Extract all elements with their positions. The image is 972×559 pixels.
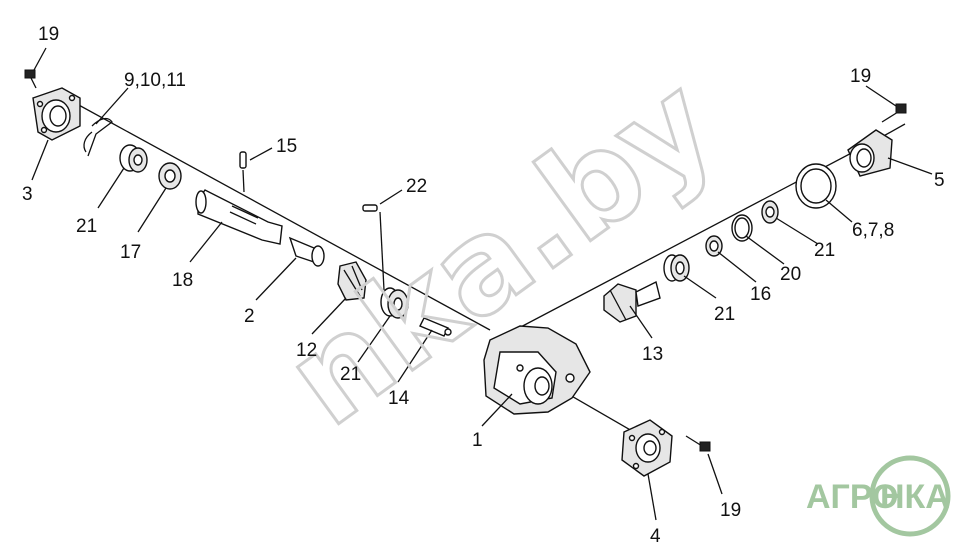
part-1-housing <box>483 325 591 415</box>
part-13-bevel-gear <box>603 280 661 323</box>
logo-text-left: АГРО <box>806 478 899 516</box>
part-21-bearing-a <box>119 144 148 173</box>
part-19-bolt-right <box>881 103 907 123</box>
label-9-10-11: 9,10,11 <box>124 70 186 91</box>
label-3: 3 <box>22 184 33 205</box>
part-14-key <box>419 317 452 337</box>
part-21-bearing-c <box>663 254 690 282</box>
label-21-b: 21 <box>340 364 361 385</box>
label-2: 2 <box>244 306 255 327</box>
part-17-seal <box>158 162 182 190</box>
part-3-flange <box>32 87 81 141</box>
label-17: 17 <box>120 242 141 263</box>
label-20: 20 <box>780 264 801 285</box>
logo-circle <box>869 455 951 537</box>
label-14: 14 <box>388 388 410 409</box>
leader-lines <box>31 47 933 521</box>
label-12: 12 <box>296 340 317 361</box>
label-6-7-8: 6,7,8 <box>852 220 894 241</box>
part-19-bolt-bottom <box>685 435 711 452</box>
label-19-bottom: 19 <box>720 500 741 521</box>
part-12-gear <box>337 261 367 301</box>
label-21-c: 21 <box>714 304 735 325</box>
part-4-flange <box>621 419 673 477</box>
label-16: 16 <box>750 284 771 305</box>
label-22: 22 <box>406 176 427 197</box>
label-4: 4 <box>650 526 661 547</box>
label-19-top-left: 19 <box>38 24 59 45</box>
part-19-bolt-left <box>24 69 37 89</box>
part-18-shaft <box>195 189 283 245</box>
part-16-seal <box>705 235 723 257</box>
part-15-pin <box>239 151 247 193</box>
part-21-bearing-b <box>380 287 409 319</box>
label-15: 15 <box>276 136 297 157</box>
part-2-sleeve <box>288 236 325 267</box>
label-5: 5 <box>934 170 945 191</box>
label-21-d: 21 <box>814 240 835 261</box>
label-18: 18 <box>172 270 193 291</box>
part-9-10-11-clip <box>83 117 113 157</box>
label-21-a: 21 <box>76 216 97 237</box>
label-13: 13 <box>642 344 663 365</box>
logo-text-right: НКА <box>880 478 950 516</box>
label-1: 1 <box>472 430 483 451</box>
label-19-top-right: 19 <box>850 66 871 87</box>
agronka-logo: АГРО НКА <box>806 455 951 537</box>
part-6-7-8-gasket <box>795 163 837 209</box>
part-22-pin <box>362 204 385 291</box>
part-5-cover <box>847 129 893 177</box>
part-21-bearing-d <box>761 200 779 224</box>
part-20-ring <box>731 214 753 242</box>
